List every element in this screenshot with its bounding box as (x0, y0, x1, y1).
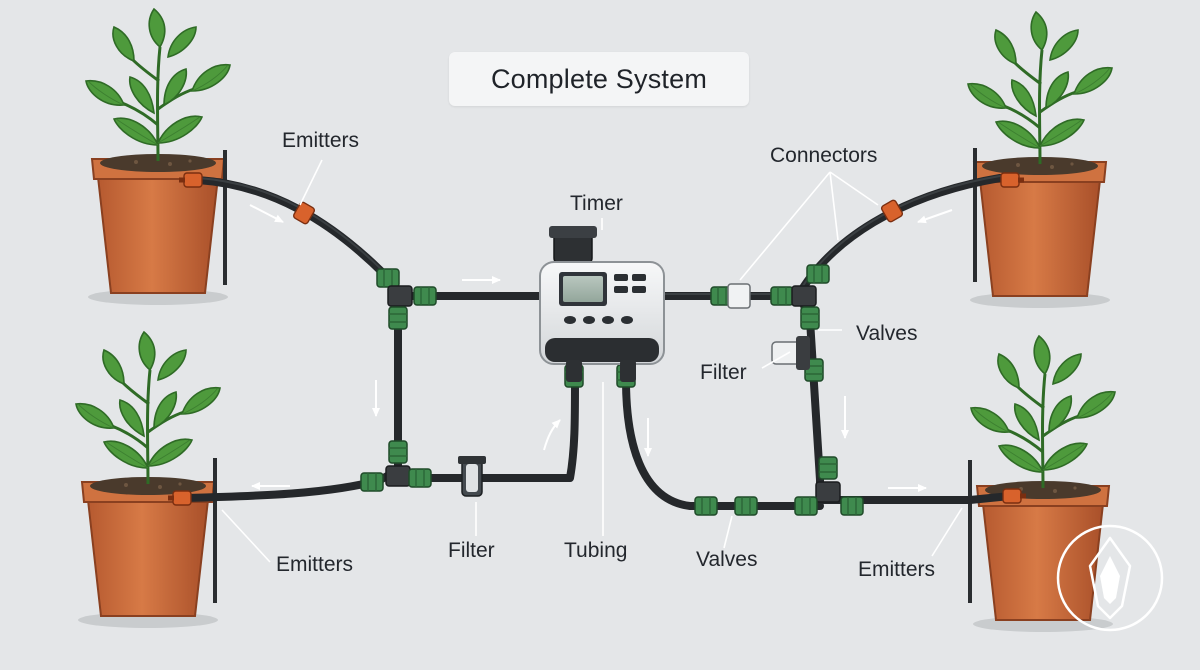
leader-lines (221, 159, 963, 563)
label-filter-bottom: Filter (448, 539, 495, 562)
filter-icon (458, 456, 486, 497)
label-valves-right: Valves (856, 322, 917, 345)
label-emitters-bottom-left: Emitters (276, 553, 353, 576)
plant-pot-icon (966, 10, 1114, 310)
label-timer: Timer (570, 192, 623, 215)
stakes (213, 148, 977, 603)
flow-arrows (249, 204, 953, 492)
plant-pot-icon (84, 7, 232, 307)
label-connectors: Connectors (770, 144, 877, 167)
label-tubing: Tubing (564, 539, 627, 562)
label-emitters-bottom-right: Emitters (858, 558, 935, 581)
label-filter-right: Filter (700, 361, 747, 384)
title-box: Complete System (449, 52, 749, 106)
irrigation-timer-icon (539, 226, 665, 382)
page-title: Complete System (490, 63, 708, 94)
emitter-icons (167, 172, 1027, 506)
logo-badge-icon (1056, 524, 1164, 632)
label-valves-bottom: Valves (696, 548, 757, 571)
label-emitters-top-left: Emitters (282, 129, 359, 152)
plant-pot-icon (74, 330, 222, 630)
